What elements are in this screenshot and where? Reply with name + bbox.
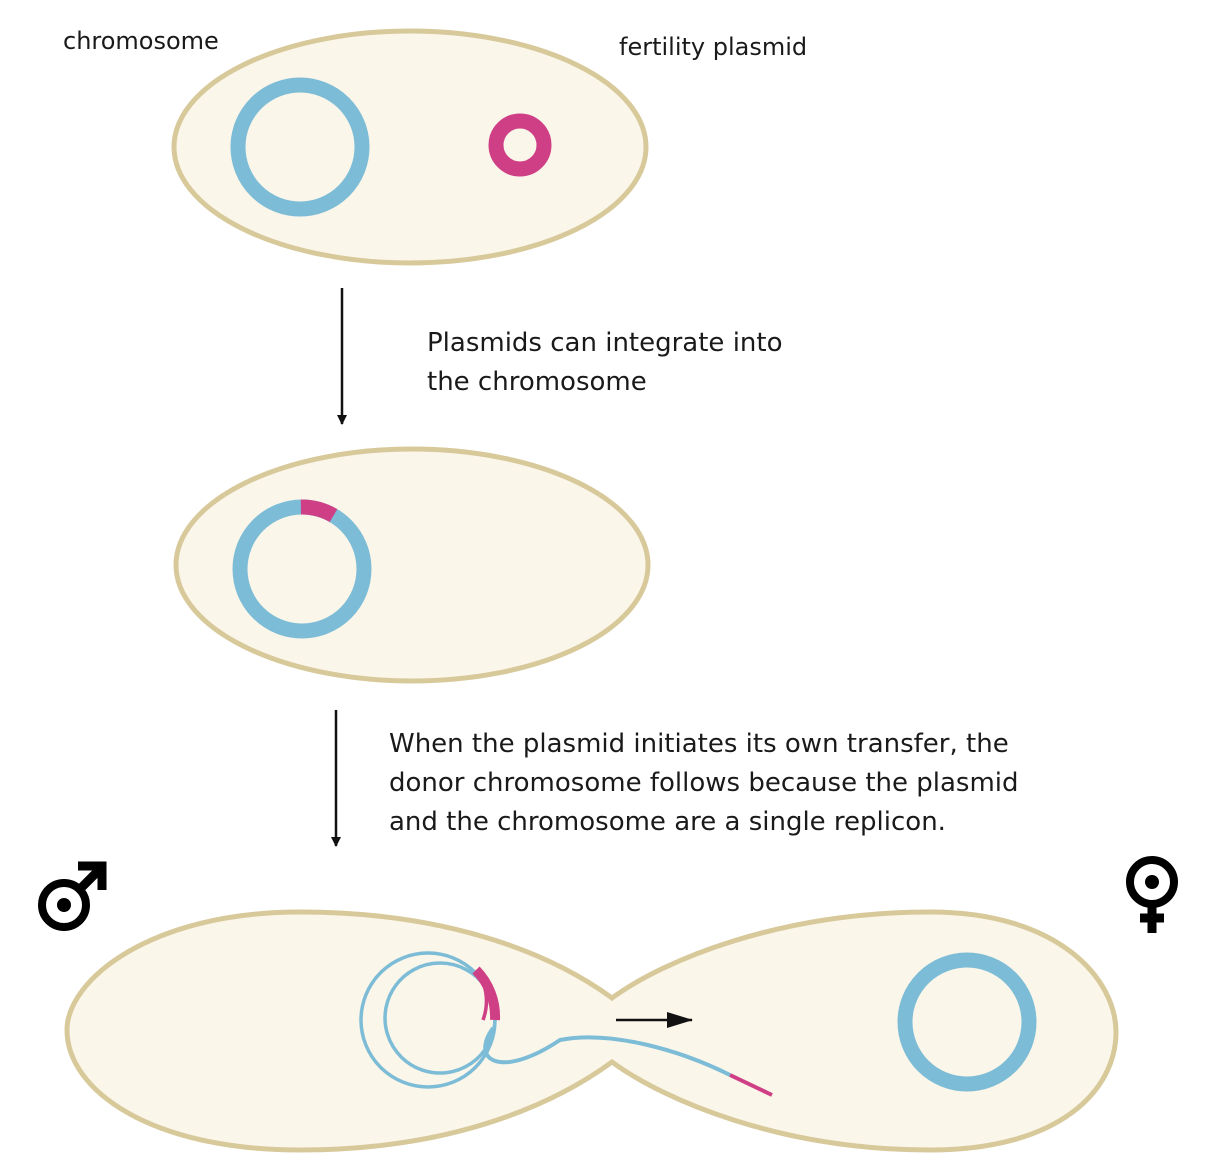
plasmid-segment-donor bbox=[472, 966, 501, 1021]
chromosome-label: chromosome bbox=[63, 27, 219, 55]
step1-caption: Plasmids can integrate into the chromoso… bbox=[427, 324, 783, 402]
chromosome-ring-top bbox=[230, 77, 370, 217]
female-symbol-icon bbox=[1126, 856, 1178, 933]
cell-top bbox=[171, 28, 649, 266]
integrated-plasmid-segment bbox=[300, 499, 338, 523]
step2-caption-line: and the chromosome are a single replicon… bbox=[389, 807, 946, 837]
step1-caption-line: Plasmids can integrate into bbox=[427, 328, 783, 358]
fertility-plasmid-ring bbox=[488, 113, 552, 177]
cell-middle bbox=[173, 446, 651, 684]
donor-chromosome bbox=[359, 951, 773, 1097]
step2-caption: When the plasmid initiates its own trans… bbox=[389, 725, 1019, 842]
step2-caption-line: donor chromosome follows because the pla… bbox=[389, 768, 1019, 798]
step1-caption-line: the chromosome bbox=[427, 367, 647, 397]
plasmid-segment-inner bbox=[481, 984, 489, 1021]
fertility-plasmid-label: fertility plasmid bbox=[619, 33, 808, 61]
transferred-strand-plasmid-end bbox=[729, 1073, 773, 1097]
recipient-chromosome bbox=[897, 952, 1037, 1092]
male-symbol-icon bbox=[38, 861, 107, 931]
step2-caption-line: When the plasmid initiates its own trans… bbox=[389, 729, 1009, 759]
transferred-strand bbox=[483, 1026, 731, 1077]
mating-pair bbox=[64, 909, 1119, 1153]
